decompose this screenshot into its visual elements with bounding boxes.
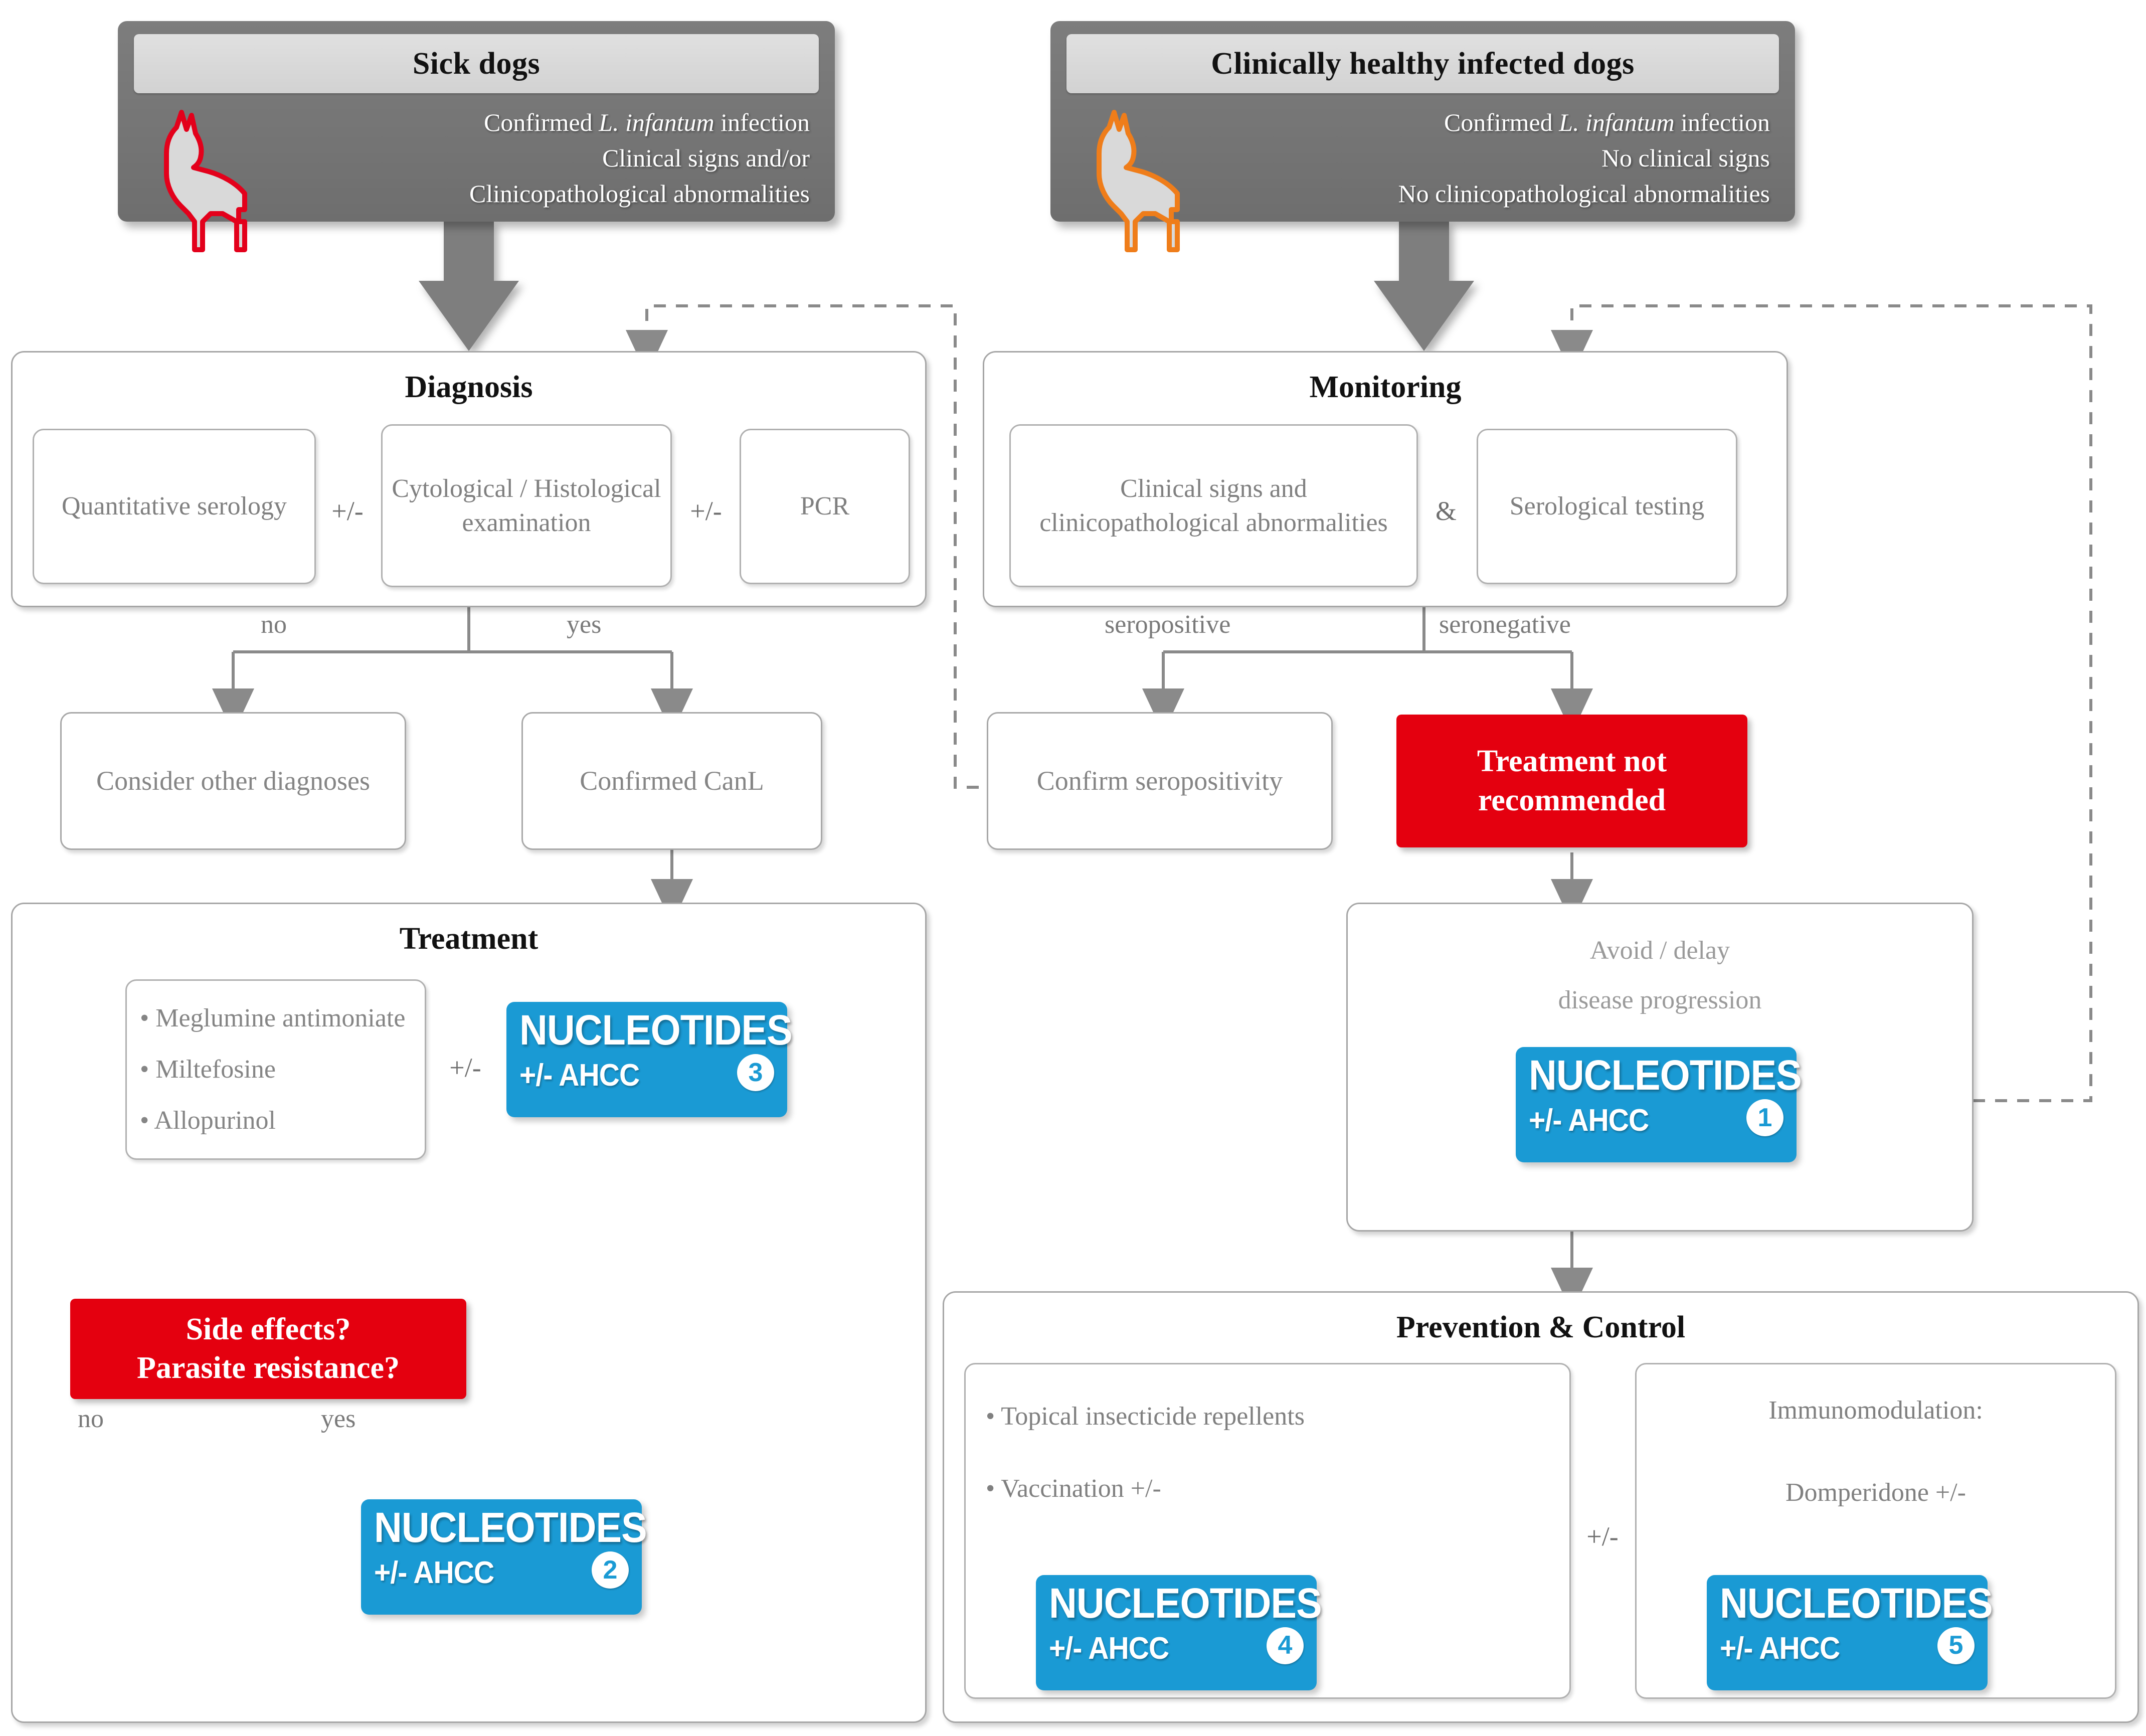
prevention-right-group[interactable]: Immunomodulation: Domperidone +/- NUCLEO… xyxy=(1635,1363,2116,1699)
treatment-drug-list[interactable]: Meglumine antimoniate Miltefosine Allopu… xyxy=(125,979,426,1160)
nucleotides-1-subtitle: +/- AHCC xyxy=(1529,1103,1649,1138)
nucleotides-5-title: NUCLEOTIDES xyxy=(1720,1580,1993,1627)
nucleotides-3-subtitle: +/- AHCC xyxy=(519,1058,640,1093)
diagnosis-step-pcr[interactable]: PCR xyxy=(740,429,910,584)
nucleotides-5-subtitle: +/- AHCC xyxy=(1720,1631,1840,1666)
header-healthy-dogs: Clinically healthy infected dogs Confirm… xyxy=(1050,21,1795,252)
header-left-title: Sick dogs xyxy=(134,34,819,93)
diagnosis-branch-label-yes: yes xyxy=(567,610,602,639)
nucleotides-2-subtitle: +/- AHCC xyxy=(374,1555,494,1590)
prevention-domperidone-label: Domperidone +/- xyxy=(1785,1478,1966,1507)
diagnosis-outcome-confirmed-canl[interactable]: Confirmed CanL xyxy=(521,712,822,850)
header-right-line-1: Confirmed L. infantum infection xyxy=(1444,108,1770,136)
nucleotides-4-subtitle: +/- AHCC xyxy=(1049,1631,1169,1666)
nucleotides-badge-1[interactable]: NUCLEOTIDES +/- AHCC 1 xyxy=(1516,1047,1802,1162)
header-left-body: Confirmed L. infantum infection Clinical… xyxy=(118,101,813,215)
nucleotides-badge-3[interactable]: NUCLEOTIDES +/- AHCC 3 xyxy=(506,1002,793,1117)
diagnosis-panel: Diagnosis Quantitative serology +/- Cyto… xyxy=(11,351,927,607)
monitoring-step-clinical-signs[interactable]: Clinical signs and clinicopathological a… xyxy=(1009,424,1418,587)
treatment-drug-2: Miltefosine xyxy=(140,1052,412,1087)
avoid-delay-line-1: Avoid / delay xyxy=(1589,936,1730,965)
nucleotides-2-number: 2 xyxy=(592,1551,629,1589)
prevention-bullet-1: • Topical insecticide repellents xyxy=(986,1402,1305,1431)
prevention-panel: Prevention & Control • Topical insectici… xyxy=(943,1291,2139,1723)
nucleotides-5-number: 5 xyxy=(1937,1627,1975,1664)
avoid-delay-text: Avoid / delay disease progression xyxy=(1348,926,1972,1025)
monitoring-panel: Monitoring Clinical signs and clinicopat… xyxy=(983,351,1788,607)
header-right-line-3: No clinicopathological abnormalities xyxy=(1398,179,1770,208)
treatment-alert-line-1: Side effects? xyxy=(186,1312,351,1346)
avoid-delay-panel: Avoid / delay disease progression NUCLEO… xyxy=(1346,903,1974,1232)
header-left-line-3: Clinicopathological abnormalities xyxy=(469,179,810,208)
diagnosis-branch-label-no: no xyxy=(261,610,287,639)
diagnosis-operator-1: +/- xyxy=(331,496,364,526)
treatment-drug-1: Meglumine antimoniate xyxy=(140,1001,412,1036)
header-right-body: Confirmed L. infantum infection No clini… xyxy=(1050,101,1773,215)
treatment-alert-side-effects[interactable]: Side effects? Parasite resistance? xyxy=(70,1299,466,1399)
nucleotides-1-title: NUCLEOTIDES xyxy=(1529,1052,1802,1099)
monitoring-operator-and: & xyxy=(1435,496,1457,526)
diagnosis-title: Diagnosis xyxy=(405,370,533,404)
nucleotides-badge-2[interactable]: NUCLEOTIDES +/- AHCC 2 xyxy=(361,1499,647,1615)
header-left-lines: Confirmed L. infantum infection Clinical… xyxy=(469,105,813,212)
prevention-left-group[interactable]: • Topical insecticide repellents • Vacci… xyxy=(964,1363,1571,1699)
nucleotides-3-number: 3 xyxy=(737,1054,774,1091)
treatment-title: Treatment xyxy=(399,922,539,956)
dog-silhouette-orange-outline-icon xyxy=(1097,110,1180,252)
prevention-bullet-2: • Vaccination +/- xyxy=(986,1474,1161,1503)
header-right-title: Clinically healthy infected dogs xyxy=(1066,34,1779,93)
avoid-delay-line-2: disease progression xyxy=(1558,985,1762,1014)
dog-silhouette-red-outline-icon xyxy=(164,110,247,252)
monitoring-branch-label-seropositive: seropositive xyxy=(1105,610,1231,639)
monitoring-outcome-treatment-not-recommended[interactable]: Treatment not recommended xyxy=(1396,715,1747,847)
diagnosis-step-cytological-histological[interactable]: Cytological / Histological examination xyxy=(381,424,672,587)
treatment-branch-label-no: no xyxy=(78,1405,104,1433)
diagnosis-step-quantitative-serology[interactable]: Quantitative serology xyxy=(33,429,316,584)
header-left-line-1: Confirmed L. infantum infection xyxy=(484,108,810,136)
header-right-lines: Confirmed L. infantum infection No clini… xyxy=(1398,105,1773,212)
treatment-alert-line-2: Parasite resistance? xyxy=(137,1351,400,1385)
monitoring-step-serological-testing[interactable]: Serological testing xyxy=(1477,429,1737,584)
monitoring-title: Monitoring xyxy=(1309,370,1462,404)
nucleotides-3-title: NUCLEOTIDES xyxy=(519,1006,793,1054)
nucleotides-1-number: 1 xyxy=(1746,1099,1783,1136)
header-left-line-2: Clinical signs and/or xyxy=(602,143,810,172)
treatment-operator: +/- xyxy=(449,1053,481,1083)
prevention-immunomodulation-label: Immunomodulation: xyxy=(1768,1396,1983,1425)
diagnosis-operator-2: +/- xyxy=(690,496,722,526)
prevention-title: Prevention & Control xyxy=(1396,1310,1686,1344)
prevention-operator: +/- xyxy=(1586,1521,1619,1551)
treatment-drug-3: Allopurinol xyxy=(140,1103,412,1138)
nucleotides-4-number: 4 xyxy=(1267,1627,1304,1664)
nucleotides-4-title: NUCLEOTIDES xyxy=(1049,1580,1322,1627)
nucleotides-2-title: NUCLEOTIDES xyxy=(374,1504,647,1551)
treatment-branch-label-yes: yes xyxy=(321,1405,356,1433)
monitoring-outcome-confirm-seropositivity[interactable]: Confirm seropositivity xyxy=(987,712,1333,850)
header-sick-dogs: Sick dogs Confirmed L. infantum infectio… xyxy=(118,21,835,252)
diagnosis-outcome-consider-other[interactable]: Consider other diagnoses xyxy=(60,712,406,850)
monitoring-branch-label-seronegative: seronegative xyxy=(1439,610,1571,639)
nucleotides-badge-5[interactable]: NUCLEOTIDES +/- AHCC 5 xyxy=(1707,1575,1993,1690)
header-right-line-2: No clinical signs xyxy=(1601,143,1770,172)
nucleotides-badge-4[interactable]: NUCLEOTIDES +/- AHCC 4 xyxy=(1036,1575,1322,1690)
